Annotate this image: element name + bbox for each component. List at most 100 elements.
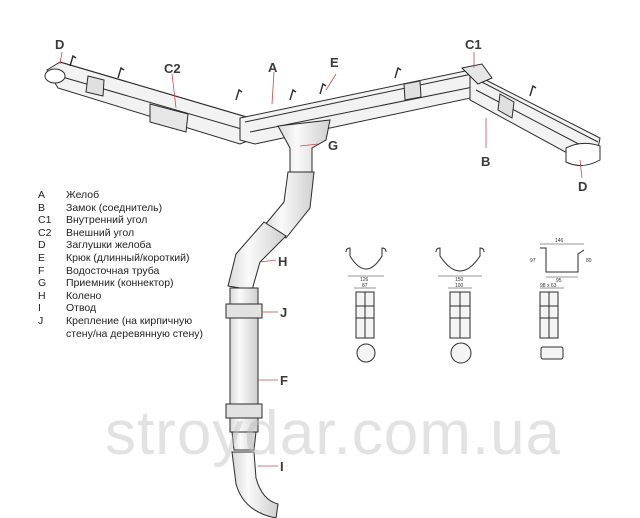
funnel-outlet bbox=[277, 119, 331, 173]
callout-d-left: D bbox=[55, 37, 64, 52]
callout-e: E bbox=[330, 55, 339, 70]
end-cap-left bbox=[44, 68, 66, 84]
legend-row: G Приемник (коннектор) bbox=[38, 277, 268, 290]
hook-2 bbox=[117, 66, 125, 79]
legend-row: I Отвод bbox=[38, 302, 268, 315]
pipe-section-round-small bbox=[356, 343, 376, 363]
end-cap-right bbox=[565, 142, 601, 166]
legend-text: Внешний угол bbox=[66, 226, 135, 239]
callout-g: G bbox=[328, 138, 338, 153]
downpipe-assembly bbox=[225, 171, 315, 518]
legend-row: A Желоб bbox=[38, 189, 268, 202]
gutter-profile-round-large bbox=[435, 247, 485, 272]
callout-f: F bbox=[280, 373, 288, 388]
legend-code: I bbox=[38, 302, 41, 315]
legend-code: C1 bbox=[38, 214, 52, 227]
profile-round-large: 150 100 bbox=[435, 247, 485, 364]
legend-row: C1 Внутренний угол bbox=[38, 214, 268, 227]
legend-code: H bbox=[38, 289, 46, 302]
dim-round-large-pipe: 100 bbox=[455, 283, 464, 289]
gutter-left-lip bbox=[51, 61, 251, 131]
callout-j: J bbox=[280, 305, 287, 320]
legend-text: Приемник (коннектор) bbox=[66, 277, 174, 290]
dim-rect-pipe: 98 x 63 bbox=[540, 283, 557, 289]
callout-d-right: D bbox=[578, 179, 587, 194]
legend-text: Замок (соеднитель) bbox=[66, 201, 163, 214]
upper-elbow bbox=[263, 171, 315, 239]
inside-corner bbox=[460, 63, 493, 85]
clamp-j-upper bbox=[225, 303, 263, 319]
legend-code: F bbox=[38, 264, 45, 277]
pipe-section-rect bbox=[540, 346, 564, 360]
legend-code: D bbox=[38, 239, 46, 252]
legend-row: J Крепление (на кирпичную bbox=[38, 315, 268, 328]
legend-text: Колено bbox=[66, 289, 102, 302]
hook-3 bbox=[235, 88, 243, 101]
callout-a: A bbox=[268, 60, 278, 75]
watermark: stroydar.com.ua bbox=[104, 399, 562, 468]
legend-code: B bbox=[38, 201, 46, 214]
legend-code: C2 bbox=[38, 226, 52, 239]
legend-code: A bbox=[38, 189, 46, 201]
funnel-body bbox=[277, 119, 331, 173]
gutter-left-section bbox=[46, 61, 251, 145]
clamp-j-lower bbox=[225, 403, 263, 419]
dim-rect-bottom: 95 bbox=[556, 278, 562, 284]
legend-row: стену/на деревянную стену) bbox=[38, 328, 268, 341]
legend-text: Крепление (на кирпичную bbox=[66, 314, 193, 327]
gutter-run bbox=[44, 61, 601, 166]
hook-6 bbox=[394, 66, 402, 79]
legend-code: G bbox=[38, 277, 47, 290]
callout-c1: C1 bbox=[465, 37, 482, 52]
hook-5 bbox=[319, 82, 327, 95]
hook-4 bbox=[289, 88, 297, 101]
downpipe-f bbox=[229, 287, 259, 433]
callout-labels: D C2 A E C1 G B D H J F I bbox=[55, 37, 587, 474]
gutter-profile-round-small bbox=[345, 247, 387, 270]
legend-text: Отвод bbox=[66, 302, 97, 315]
legend-row: C2 Внешний угол bbox=[38, 227, 268, 240]
pipe-section-round-large bbox=[450, 342, 472, 364]
callout-h: H bbox=[278, 254, 287, 269]
profile-round-small: 126 87 bbox=[345, 247, 387, 363]
gutter-lock-left bbox=[85, 75, 105, 97]
gutter-right-section bbox=[239, 69, 486, 145]
hook-7 bbox=[529, 84, 537, 97]
outside-corner bbox=[149, 103, 189, 133]
gutter-right-lip bbox=[244, 73, 479, 133]
gutter-profile-rect bbox=[540, 247, 585, 273]
gutter-hooks bbox=[69, 54, 537, 101]
gutter-lock-mid bbox=[403, 80, 422, 101]
legend-text: стену/на деревянную стену) bbox=[66, 327, 204, 340]
dim-round-small-width: 126 bbox=[360, 277, 369, 283]
legend-code: J bbox=[38, 314, 44, 327]
legend-row: B Замок (соеднитель) bbox=[38, 202, 268, 215]
callout-c2: C2 bbox=[164, 61, 181, 76]
callout-b: B bbox=[481, 154, 490, 169]
callout-lines bbox=[59, 51, 583, 467]
callout-i: I bbox=[280, 459, 284, 474]
legend-text: Заглушки желоба bbox=[66, 239, 152, 252]
legend-row: D Заглушки желоба bbox=[38, 239, 268, 252]
pipe-joint bbox=[231, 431, 257, 451]
legend-row: H Колено bbox=[38, 290, 268, 303]
dim-rect-height-left: 97 bbox=[530, 258, 536, 264]
legend-text: Крюк (длинный/короткий) bbox=[66, 251, 190, 264]
legend-code: E bbox=[38, 251, 46, 264]
hook-1 bbox=[69, 54, 77, 67]
gutter-lock-b bbox=[497, 93, 515, 119]
legend-text: Желоб bbox=[66, 189, 100, 201]
legend-text: Водосточная труба bbox=[66, 264, 160, 277]
profile-rect: 146 97 80 95 98 x 63 bbox=[530, 238, 592, 360]
dim-rect-height-right: 80 bbox=[586, 258, 592, 264]
dim-round-large-width: 150 bbox=[455, 277, 464, 283]
outlet-i bbox=[231, 451, 279, 518]
legend-row: E Крюк (длинный/короткий) bbox=[38, 252, 268, 265]
dim-rect-width: 146 bbox=[555, 238, 564, 244]
gutter-short-lip bbox=[473, 77, 599, 151]
legend-code bbox=[38, 328, 66, 341]
legend-text: Внутренний угол bbox=[66, 214, 148, 227]
dim-round-small-pipe: 87 bbox=[362, 283, 368, 289]
